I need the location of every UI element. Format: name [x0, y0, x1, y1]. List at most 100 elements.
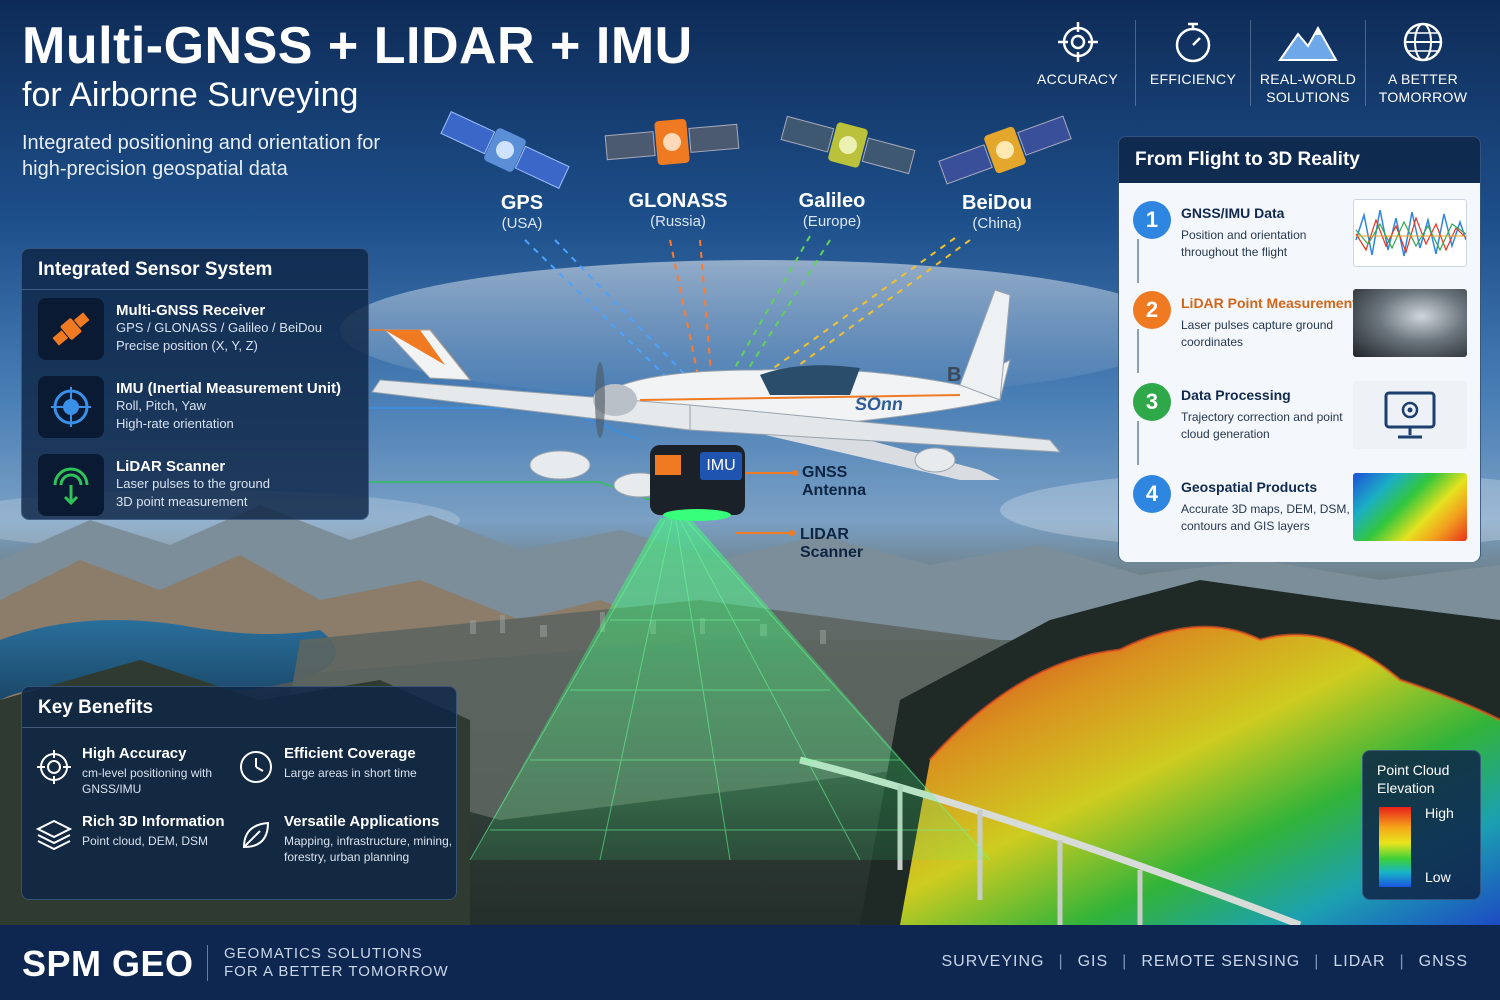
sensor-system-panel: Integrated Sensor System Multi-GNSS Rece…: [21, 248, 369, 520]
workflow-title: From Flight to 3D Reality: [1135, 149, 1360, 170]
satellite-glonass-region: (Russia): [650, 213, 706, 230]
step-title: Data Processing: [1181, 387, 1291, 403]
gyroscope-icon: [51, 387, 91, 427]
feature-efficiency-label: EFFICIENCY: [1149, 71, 1237, 87]
leaf-icon: [242, 821, 270, 849]
step-connector: [1137, 421, 1139, 465]
sensor-gnss-line2: Precise position (X, Y, Z): [116, 338, 258, 353]
feature-accuracy: ACCURACY: [1020, 20, 1135, 106]
benefit-title: High Accuracy: [82, 745, 187, 762]
footer-nav-gnss[interactable]: GNSS: [1418, 953, 1468, 970]
step-number: 2: [1133, 291, 1171, 329]
feature-better-tomorrow: A BETTER TOMORROW: [1365, 20, 1480, 106]
benefit-title: Efficient Coverage: [284, 745, 416, 762]
satellite-icon: [52, 312, 90, 346]
satellite-gps-region: (USA): [501, 215, 543, 232]
step-title: GNSS/IMU Data: [1181, 205, 1285, 221]
benefit-description: cm-level positioning with GNSS/IMU: [82, 766, 213, 796]
legend-low-label: Low: [1425, 869, 1451, 885]
footer-nav-remote-sensing[interactable]: REMOTE SENSING: [1141, 953, 1301, 970]
stopwatch-icon: [1175, 22, 1211, 63]
step-description: Position and orientation throughout the …: [1181, 228, 1307, 259]
feature-better-tomorrow-label: A BETTER TOMORROW: [1378, 71, 1468, 105]
feature-icons-bar: ACCURACY EFFICIENCY REAL-WORLD SOLUTIONS…: [1020, 20, 1480, 106]
monitor-gear-icon: [1384, 391, 1436, 439]
benefits-panel: Key Benefits High Accuracy cm-level posi…: [21, 686, 457, 900]
benefit-description: Point cloud, DEM, DSM: [82, 834, 209, 848]
sensor-lidar-title: LiDAR Scanner: [116, 458, 226, 475]
step-description: Trajectory correction and point cloud ge…: [1181, 410, 1343, 441]
footer-nav-gis[interactable]: GIS: [1077, 953, 1109, 970]
sensor-panel-title: Integrated Sensor System: [22, 249, 368, 290]
legend-title: Point Cloud Elevation: [1377, 762, 1450, 796]
step-description: Laser pulses capture ground coordinates: [1181, 318, 1334, 349]
benefit-description: Mapping, infrastructure, mining, forestr…: [284, 834, 453, 864]
brand-tagline-line1: GEOMATICS SOLUTIONS: [224, 945, 423, 962]
step-description: Accurate 3D maps, DEM, DSM, contours and…: [1181, 502, 1350, 533]
brand-tagline: GEOMATICS SOLUTIONS FOR A BETTER TOMORRO…: [224, 945, 449, 981]
satellite-glonass-name: GLONASS: [628, 190, 728, 212]
satellite-beidou-region: (China): [972, 215, 1022, 232]
satellite-gps-name: GPS: [500, 192, 544, 214]
crosshair-icon: [1057, 22, 1098, 62]
footer-nav-lidar[interactable]: LIDAR: [1333, 953, 1386, 970]
elevation-legend: Point Cloud Elevation High Low: [1362, 750, 1481, 900]
workflow-step-3: 3 Data Processing Trajectory correction …: [1133, 381, 1468, 461]
sensor-imu-title: IMU (Inertial Measurement Unit): [116, 380, 342, 397]
brand-divider: [207, 945, 208, 981]
sensor-gnss-title: Multi-GNSS Receiver: [116, 302, 266, 319]
sensor-lidar: LiDAR Scanner Laser pulses to the ground…: [22, 446, 368, 524]
page-tagline: Integrated positioning and orientation f…: [22, 132, 381, 180]
sensor-imu-line1: Roll, Pitch, Yaw: [116, 398, 206, 413]
legend-high-label: High: [1425, 805, 1454, 821]
trajectory-graph-thumbnail: [1353, 199, 1467, 267]
sensor-lidar-icon-box: [38, 454, 104, 516]
imu-chip-label: IMU: [700, 452, 742, 480]
workflow-step-4: 4 Geospatial Products Accurate 3D maps, …: [1133, 473, 1468, 553]
legend-color-bar: [1379, 807, 1411, 887]
sensor-imu-icon-box: [38, 376, 104, 438]
elevation-map-thumbnail: [1353, 473, 1467, 541]
step-title: Geospatial Products: [1181, 479, 1318, 495]
satellite-drawings: [440, 110, 1072, 190]
footer-nav-surveying[interactable]: SURVEYING: [941, 953, 1045, 970]
brand-tagline-line2: FOR A BETTER TOMORROW: [224, 963, 449, 980]
satellite-beidou-name: BeiDou: [962, 192, 1032, 214]
feature-accuracy-label: ACCURACY: [1037, 71, 1118, 87]
fuselage-text: SOnn: [853, 394, 905, 414]
sensor-lidar-line1: Laser pulses to the ground: [116, 476, 270, 491]
step-number: 3: [1133, 383, 1171, 421]
sensor-gnss-icon-box: [38, 298, 104, 360]
benefits-title: Key Benefits: [22, 687, 456, 728]
brand-logo: SPM GEO: [22, 943, 194, 984]
benefit-description: Large areas in short time: [284, 766, 417, 780]
processing-thumbnail: [1353, 381, 1467, 449]
feature-real-world-label: REAL-WORLD SOLUTIONS: [1259, 71, 1357, 105]
feature-real-world: REAL-WORLD SOLUTIONS: [1250, 20, 1365, 106]
satellite-glonass: GLONASS (Russia): [598, 190, 758, 230]
workflow-step-1: 1 GNSS/IMU Data Position and orientation…: [1133, 199, 1468, 279]
footer-nav-separator: |: [1399, 953, 1405, 970]
target-icon: [37, 750, 71, 784]
point-cloud-thumbnail: [1353, 289, 1467, 357]
benefit-title: Versatile Applications: [284, 813, 440, 830]
sensor-imu: IMU (Inertial Measurement Unit) Roll, Pi…: [22, 368, 368, 446]
page-subtitle: for Airborne Surveying: [22, 76, 359, 114]
sensor-lidar-line2: 3D point measurement: [116, 494, 248, 509]
globe-icon: [1403, 22, 1443, 62]
aircraft: [371, 289, 1062, 536]
footer-nav-separator: |: [1122, 953, 1128, 970]
page-title: Multi-GNSS + LIDAR + IMU: [22, 17, 693, 75]
mountain-icon: [1278, 25, 1338, 61]
step-connector: [1137, 239, 1139, 283]
lidar-scanner-label: LIDAR Scanner: [800, 526, 864, 561]
satellite-galileo-name: Galileo: [798, 190, 866, 212]
sensor-imu-line2: High-rate orientation: [116, 416, 234, 431]
footer-nav-separator: |: [1058, 953, 1064, 970]
sensor-gnss-line1: GPS / GLONASS / Galileo / BeiDou: [116, 320, 322, 335]
workflow-body: 1 GNSS/IMU Data Position and orientation…: [1119, 183, 1480, 562]
satellite-beidou: BeiDou (China): [917, 192, 1077, 232]
clock-icon: [240, 751, 272, 783]
gnss-antenna-label: GNSS Antenna: [802, 464, 866, 499]
step-number: 4: [1133, 475, 1171, 513]
